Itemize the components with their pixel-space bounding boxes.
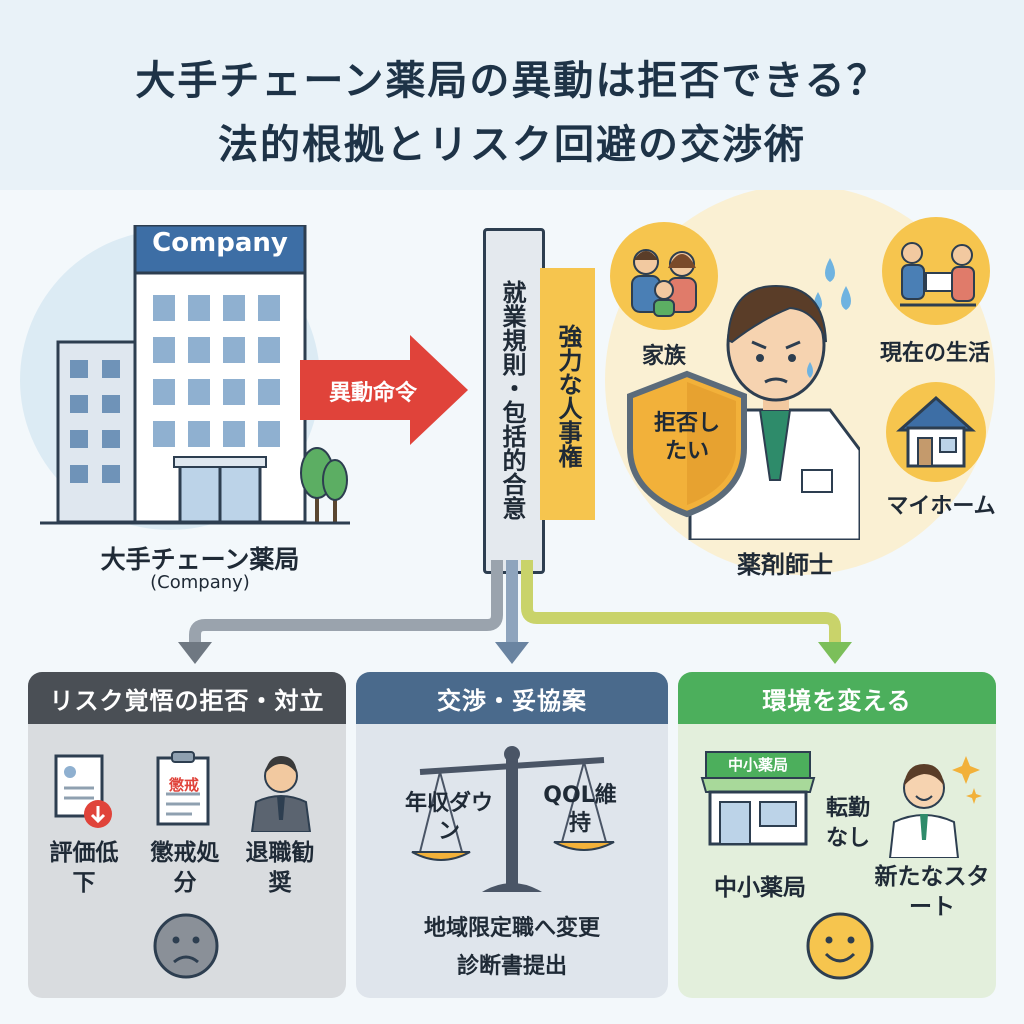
family-icon (610, 222, 718, 330)
concern-my-home: マイホーム (886, 494, 996, 519)
boss-icon (250, 756, 312, 832)
transfer-order-arrow-icon (300, 335, 468, 445)
smile-face-icon (806, 912, 874, 980)
company-sub-label: (Company) (150, 572, 250, 593)
shield-text: 拒否したい (653, 411, 720, 464)
rules-box (483, 228, 545, 574)
panel-refuse-title: リスク覚悟の拒否・対立 (28, 672, 346, 724)
scale-right-label: QOL維持 (543, 783, 617, 836)
page-subtitle: 法的根拠とリスク回避の交渉術 (218, 122, 806, 168)
no-transfer-label: 転勤なし (825, 796, 870, 851)
happy-pharmacist-icon (888, 756, 982, 858)
arrow-label: 異動命令 (328, 381, 417, 406)
risk-resignation-pressure: 退職勧奨 (245, 840, 315, 896)
hr-power-label: 強力な人事権 (554, 324, 582, 468)
risk-disciplinary: 懲戒処分 (150, 840, 220, 896)
title-banner: 大手チェーン薬局の異動は拒否できる？ 法的根拠とリスク回避の交渉術 (0, 0, 1024, 190)
my-home-icon (886, 382, 986, 482)
shield-icon (627, 370, 747, 518)
branch-arrows (178, 560, 852, 664)
panel-negotiate-title: 交渉・妥協案 (356, 672, 668, 724)
negotiate-option-2: 診断書提出 (456, 954, 567, 979)
new-start-label: 新たなスタート (874, 864, 990, 920)
disciplinary-document-icon (156, 751, 210, 826)
panel-change-title: 環境を変える (678, 672, 996, 724)
store-sign: 中小薬局 (727, 756, 788, 774)
page-title: 大手チェーン薬局の異動は拒否できる？ (135, 58, 889, 104)
company-sign: Company (152, 228, 288, 258)
risk-evaluation-drop: 評価低下 (49, 840, 119, 896)
hr-power-box (540, 268, 595, 520)
rules-label: 就業規則・包括的合意 (498, 280, 526, 520)
sad-face-icon (153, 913, 219, 979)
store-label: 中小薬局 (714, 875, 806, 901)
negotiate-option-1: 地域限定職へ変更 (423, 916, 600, 941)
scale-left-label: 年収ダウン (404, 791, 493, 844)
disciplinary-stamp: 懲戒 (168, 776, 199, 794)
balance-scale-icon (411, 746, 615, 892)
small-pharmacy-icon (700, 751, 816, 846)
current-life-icon (882, 217, 990, 325)
concern-current-life: 現在の生活 (879, 341, 990, 366)
pharmacist-name: 薬剤師士 (737, 551, 833, 579)
company-name: 大手チェーン薬局 (100, 545, 300, 574)
concern-family: 家族 (641, 344, 686, 369)
evaluation-drop-icon (54, 754, 112, 828)
